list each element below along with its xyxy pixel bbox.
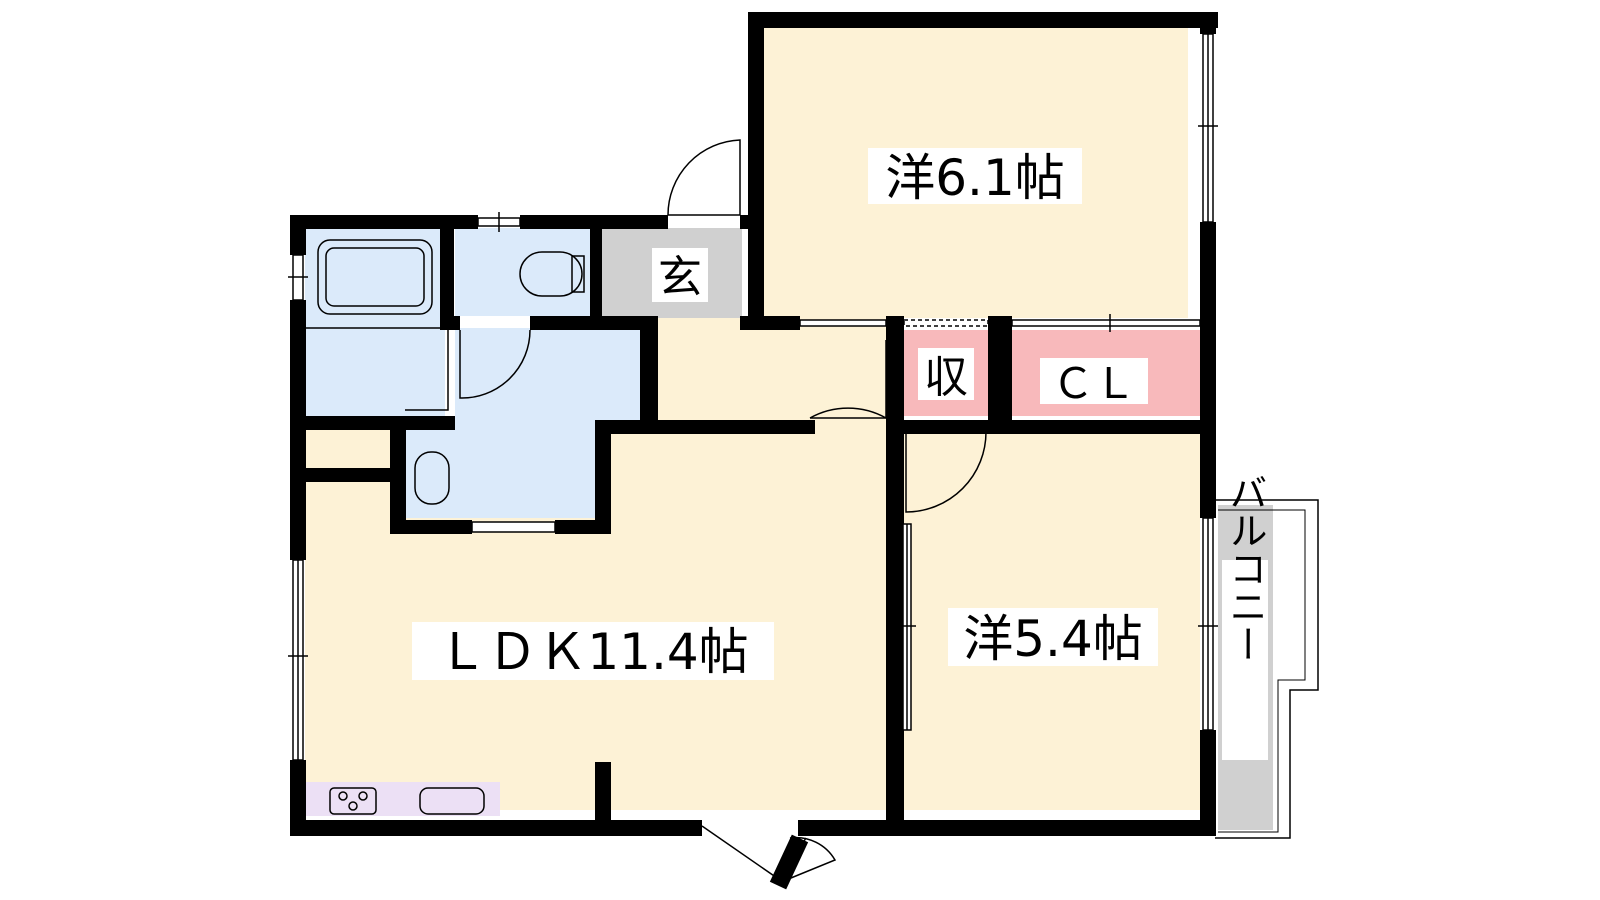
- label-ldk: ＬＤＫ11.4帖: [437, 623, 748, 681]
- hall-floor: [650, 318, 890, 430]
- windows: [288, 33, 1218, 761]
- washroom-floor: [455, 328, 640, 420]
- label-bg-closet: [1040, 358, 1148, 404]
- label-storage: 収: [924, 352, 968, 403]
- toilet-floor: [455, 228, 590, 316]
- washroom-floor-lower: [405, 420, 595, 518]
- label-western-2: 洋5.4帖: [963, 610, 1143, 668]
- fixtures: [305, 239, 585, 815]
- label-western-1: 洋6.1帖: [885, 149, 1065, 207]
- label-bg-western-2: [948, 608, 1158, 666]
- label-bg-western-1: [868, 148, 1082, 204]
- walls: [290, 12, 1218, 836]
- label-bg-entrance: [652, 248, 708, 302]
- label-balcony: バルコニー: [1223, 473, 1267, 663]
- label-closet: ＣＬ: [1052, 359, 1136, 408]
- label-bg-ldk: [412, 622, 774, 680]
- kitchen-counter: [305, 782, 500, 816]
- balcony-outline: [1215, 499, 1319, 839]
- label-bg-balcony: [1222, 560, 1268, 760]
- balcony-inner-outline: [1218, 509, 1306, 833]
- label-entrance: 玄: [658, 252, 702, 303]
- entrance-door-frame: [769, 834, 809, 890]
- label-bg-storage: [918, 348, 974, 400]
- bathroom-floor: [305, 228, 445, 416]
